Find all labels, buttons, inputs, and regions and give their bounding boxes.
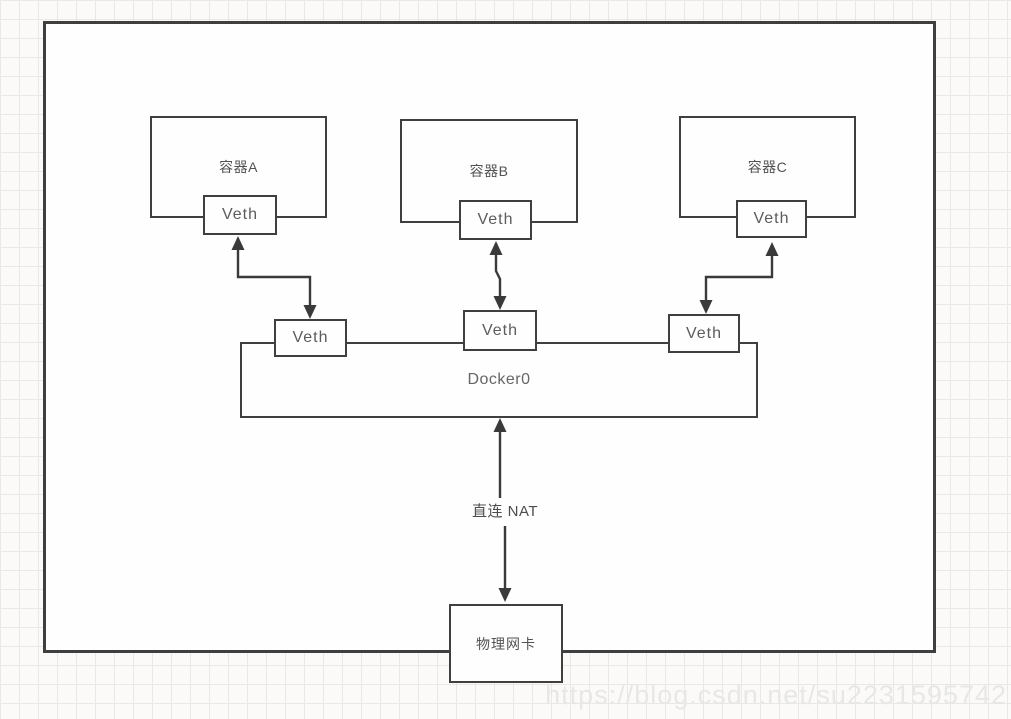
veth-container-b-label: Veth bbox=[477, 211, 514, 228]
nat-link-label: 直连 NAT bbox=[471, 503, 539, 520]
watermark-text: https://blog.csdn.net/su2231595742 bbox=[545, 680, 1007, 710]
veth-bridge-c-label: Veth bbox=[685, 324, 723, 342]
container-c-label: 容器C bbox=[747, 159, 788, 175]
veth-bridge-b-label: Veth bbox=[481, 321, 519, 339]
physical-nic-label: 物理网卡 bbox=[476, 635, 536, 652]
veth-bridge-b-box: Veth bbox=[463, 310, 537, 351]
veth-bridge-a-box: Veth bbox=[274, 319, 347, 357]
container-b-label: 容器B bbox=[469, 163, 509, 179]
veth-container-b-box: Veth bbox=[459, 200, 532, 240]
docker0-bridge-box: Docker0 bbox=[240, 342, 758, 418]
container-a-label: 容器A bbox=[219, 159, 258, 175]
veth-container-c-box: Veth bbox=[736, 200, 807, 238]
veth-container-a-box: Veth bbox=[203, 195, 277, 235]
veth-container-c-label: Veth bbox=[753, 210, 790, 227]
veth-container-a-label: Veth bbox=[221, 206, 259, 223]
veth-bridge-a-label: Veth bbox=[292, 329, 329, 346]
physical-nic-box: 物理网卡 bbox=[449, 604, 563, 683]
veth-bridge-c-box: Veth bbox=[668, 314, 740, 353]
docker0-label: Docker0 bbox=[467, 371, 531, 388]
